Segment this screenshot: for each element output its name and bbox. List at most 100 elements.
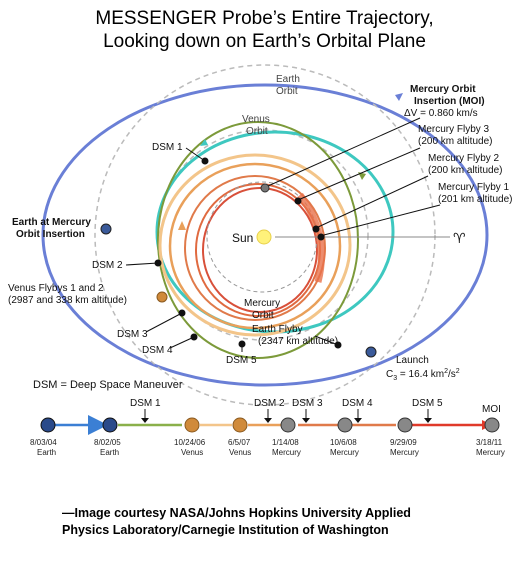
timeline-moi-label: MOI — [482, 404, 501, 415]
venus-orbit-dashed — [157, 129, 369, 341]
venus-trajectory-arrow — [178, 221, 186, 230]
dsm2-pointer — [125, 262, 159, 266]
launch-label: Launch — [396, 355, 429, 366]
timeline-body-6: Mercury — [330, 448, 359, 457]
dsm4-label: DSM 4 — [142, 345, 173, 356]
mercury-phase-trajectory-3 — [202, 187, 318, 313]
timeline-date-3: 10/24/06 — [174, 438, 206, 447]
mercury-flyby1-point — [317, 233, 325, 241]
timeline-body-4: Venus — [229, 448, 251, 457]
timeline-dsm5-label: DSM 5 — [412, 398, 443, 409]
dsm1-pointer — [185, 147, 206, 162]
earth-orbit-arrow — [395, 93, 403, 101]
venus-orbit-arrow — [200, 139, 208, 146]
venus-phase-trajectory-outer — [158, 153, 352, 337]
timeline-date-4: 6/5/07 — [228, 438, 251, 447]
mercury-flyby3-point — [294, 197, 302, 205]
title-line-1: MESSENGER Probe’s Entire Trajectory, — [95, 8, 434, 29]
moi-label-1: Mercury Orbit — [410, 84, 476, 95]
timeline-dsm3-label: DSM 3 — [292, 398, 323, 409]
earth-orbit-label-2: Orbit — [276, 86, 298, 97]
moi-label-2: Insertion (MOI) — [414, 96, 485, 107]
mercury-phase-trajectory-2 — [195, 183, 321, 317]
earth-flyby-label-2: (2347 km altitude) — [258, 336, 338, 347]
flyby3-label-2: (200 km altitude) — [418, 136, 492, 147]
timeline-dsm3-arrowhead — [302, 418, 310, 423]
credit-line-1: —Image courtesy NASA/Johns Hopkins Unive… — [62, 506, 411, 520]
earth-orbit-label-1: Earth — [276, 74, 300, 85]
flyby1-label-1: Mercury Flyby 1 — [438, 182, 510, 193]
earth-orbit — [41, 83, 489, 387]
timeline-body-7: Mercury — [390, 448, 419, 457]
timeline-dsm1-arrowhead — [141, 418, 149, 423]
dsm1-label: DSM 1 — [152, 142, 183, 153]
mercury-orbit-label-2: Orbit — [252, 310, 274, 321]
venus-orbit-label-2: Orbit — [246, 126, 268, 137]
c3-label: C3 = 16.4 km2/s2 — [386, 368, 460, 382]
flyby3-pointer — [297, 147, 421, 201]
moi-label-3: ΔV = 0.860 km/s — [404, 108, 478, 119]
timeline-body-5: Mercury — [272, 448, 301, 457]
timeline-dsm1-label: DSM 1 — [130, 398, 161, 409]
timeline-icon-mercury-3 — [397, 417, 413, 433]
timeline: DSM 1 DSM 2 DSM 3 DSM 4 DSM 5 MOI 8/03/0… — [30, 398, 505, 457]
timeline-dsm2-label: DSM 2 — [254, 398, 285, 409]
venus-flyby-icon — [156, 291, 168, 303]
dsm3-pointer — [145, 312, 183, 333]
timeline-body-8: Mercury — [476, 448, 505, 457]
earth-moi-label-2: Orbit Insertion — [16, 229, 85, 240]
moi-pointer — [267, 117, 421, 187]
earth-moi-icon — [100, 223, 112, 235]
aries-symbol: ♈ — [453, 230, 466, 246]
timeline-body-1: Earth — [37, 448, 56, 457]
earth-flyby-label-1: Earth Flyby — [252, 324, 303, 335]
venus-phase-trajectory — [168, 162, 342, 330]
timeline-date-8: 3/18/11 — [476, 438, 503, 447]
timeline-dsm4-label: DSM 4 — [342, 398, 373, 409]
timeline-body-2: Earth — [100, 448, 119, 457]
dsm5-label: DSM 5 — [226, 355, 257, 366]
timeline-date-2: 8/02/05 — [94, 438, 121, 447]
timeline-date-7: 9/29/09 — [390, 438, 417, 447]
sun — [256, 229, 272, 245]
timeline-icon-earth-2 — [102, 417, 118, 433]
earth-orbit-dashed — [94, 64, 436, 406]
timeline-icon-venus-2 — [232, 417, 248, 433]
flyby2-label-2: (200 km altitude) — [428, 165, 502, 176]
sun-label: Sun — [232, 231, 253, 245]
venus-orbit-label-1: Venus — [242, 114, 270, 125]
timeline-body-3: Venus — [181, 448, 203, 457]
mercury-orbit-label-1: Mercury — [244, 298, 280, 309]
flyby2-label-1: Mercury Flyby 2 — [428, 153, 500, 164]
timeline-icon-earth-1 — [40, 417, 56, 433]
timeline-dsm4-arrowhead — [354, 418, 362, 423]
mercury-flyby2-point — [312, 225, 320, 233]
mercury-moi-point — [260, 183, 270, 193]
title-line-2: Looking down on Earth’s Orbital Plane — [103, 31, 426, 52]
timeline-icon-mercury-2 — [337, 417, 353, 433]
flyby3-label-1: Mercury Flyby 3 — [418, 124, 490, 135]
launch-earth-icon — [365, 346, 377, 358]
mercury-phase-trajectory-1 — [184, 175, 326, 321]
dsm2-label: DSM 2 — [92, 260, 123, 271]
flyby1-pointer — [319, 204, 441, 237]
dsm3-label: DSM 3 — [117, 329, 148, 340]
dsm4-pointer — [169, 336, 195, 349]
timeline-date-5: 1/14/08 — [272, 438, 299, 447]
timeline-date-1: 8/03/04 — [30, 438, 57, 447]
credit-line-2: Physics Laboratory/Carnegie Institution … — [62, 523, 389, 537]
flyby1-label-2: (201 km altitude) — [438, 194, 512, 205]
timeline-dsm2-arrowhead — [264, 418, 272, 423]
earth-flyby-pointer — [314, 335, 339, 346]
dsm-legend: DSM = Deep Space Maneuver — [33, 379, 183, 391]
earth-moi-label-1: Earth at Mercury — [12, 217, 91, 228]
venus-flybys-label-1: Venus Flybys 1 and 2 — [8, 283, 104, 294]
earth-phase-trajectory — [157, 121, 359, 359]
timeline-icon-mercury-1 — [280, 417, 296, 433]
timeline-dsm5-arrowhead — [424, 418, 432, 423]
image-credit: —Image courtesy NASA/Johns Hopkins Unive… — [62, 505, 522, 539]
venus-flybys-label-2: (2987 and 338 km altitude) — [8, 295, 127, 306]
flyby2-pointer — [315, 175, 429, 229]
timeline-icon-mercury-4 — [484, 417, 500, 433]
